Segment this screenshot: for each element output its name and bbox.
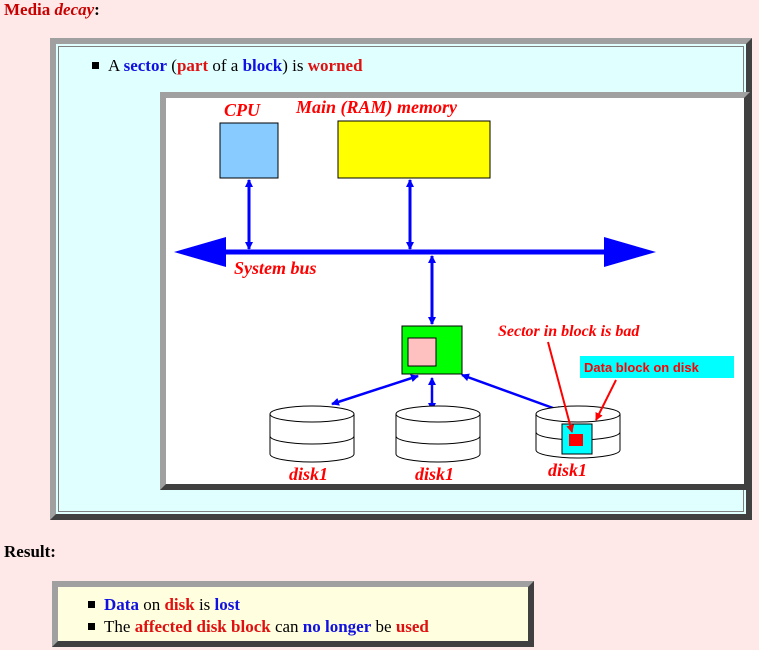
data-block-pointer [595,379,617,421]
bad-sector-label: Sector in block is bad [498,323,640,340]
data-block-callout [580,356,734,378]
data-block-label: Data block on disk [584,360,700,375]
text-run: no longer [302,617,372,636]
text-run: A [108,56,124,75]
bullet-square-icon [92,61,99,69]
result-item-1-text: Data on disk is lost [104,595,240,614]
bullet-square-icon [88,600,95,608]
text-run: on [138,595,165,614]
disk-1-label: disk1 [289,464,328,484]
controller-disk1-arrow [331,374,419,406]
text-run: ) is [282,56,308,75]
result-list: Data on disk is lost The affected disk b… [88,594,429,638]
text-run: is [194,595,215,614]
text-run: ( [167,56,177,75]
sector-bullet: A sector (part of a block) is worned [92,56,363,76]
text-run: can [270,617,303,636]
section-heading: Media decay: [4,0,100,20]
result-label: Result: [4,542,56,561]
text-run: sector [123,56,168,75]
cpu-label: CPU [224,100,261,120]
result-panel: Data on disk is lost The affected disk b… [52,581,534,647]
system-bus [174,237,656,267]
text-run: lost [214,595,241,614]
disk-3 [535,405,621,459]
computer-diagram: CPU Main (RAM) memory System bus [160,92,750,490]
heading-word-media: Media [4,0,51,19]
bad-sector-pointer [547,341,575,433]
heading-colon: : [94,0,100,19]
system-bus-label: System bus [234,258,317,278]
result-item-1: Data on disk is lost [88,594,429,616]
diagram-canvas: CPU Main (RAM) memory System bus [174,98,734,484]
text-run: The [104,617,135,636]
result-item-2: The affected disk block can no longer be… [88,616,429,638]
memory-label: Main (RAM) memory [295,98,458,118]
text-run: block [242,56,283,75]
text-run: part [176,56,209,75]
bullet-square-icon [88,622,95,630]
result-item-2-text: The affected disk block can no longer be… [104,617,429,636]
text-run: affected disk block [134,617,271,636]
explanation-panel: A sector (part of a block) is worned CPU… [50,38,752,520]
text-run: of a [208,56,243,75]
text-run: disk [164,595,195,614]
disk-1 [269,405,355,463]
sector-bullet-text: A sector (part of a block) is worned [108,56,363,75]
text-run: be [371,617,396,636]
disk-2-label: disk1 [415,464,454,484]
bad-sector [569,434,583,446]
text-run: used [395,617,429,636]
memory-box [337,120,491,179]
disk-3-label: disk1 [548,460,587,480]
cpu-box [219,122,279,179]
disk-2 [395,405,481,463]
disk-controller-buffer [407,337,437,367]
controller-disk3-arrow [461,373,565,414]
text-run: worned [307,56,363,75]
heading-word-decay: decay [54,0,95,19]
text-run: Data [104,595,139,614]
